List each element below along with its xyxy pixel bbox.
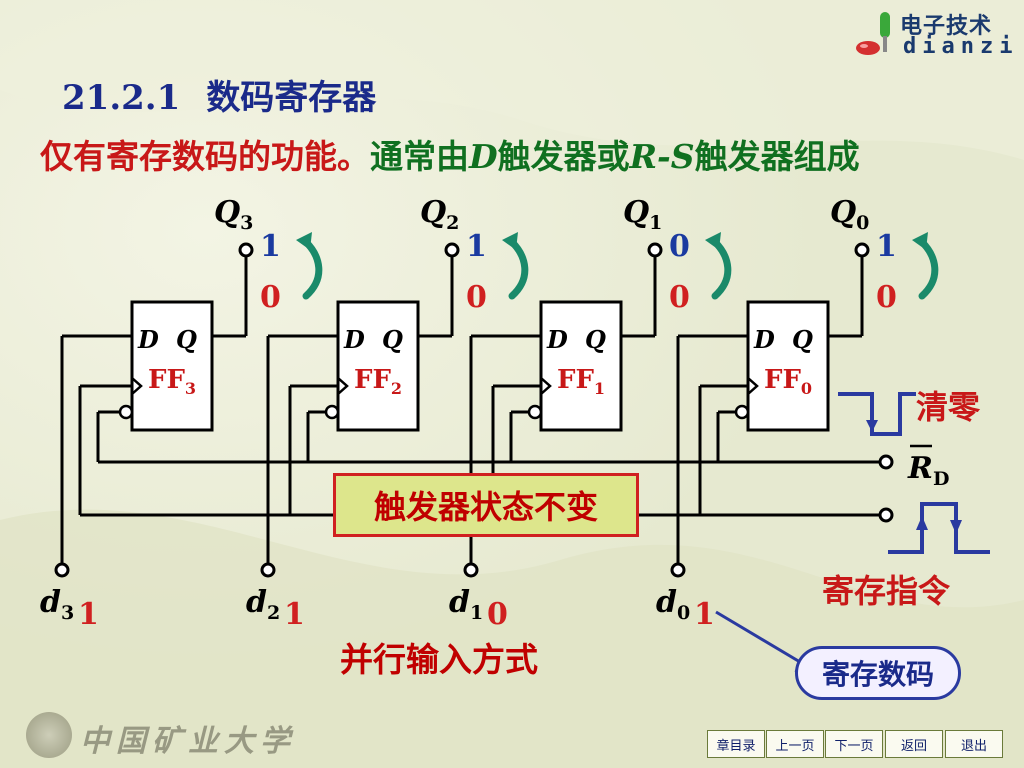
ff2-input-value: 1 [284,597,305,632]
clear-pulse-waveform-icon [838,392,916,436]
ff0-q-output-terminal [854,242,870,258]
ff0-d-input-terminal [670,562,686,578]
ff3-q-output-terminal [238,242,254,258]
clear-pulse-arrow-head [866,420,878,432]
ff1-clock-triangle [540,377,552,395]
ff2-q-output-terminal [444,242,460,258]
ff0-box [746,300,830,432]
bubble-callout-line [715,610,802,673]
ff1-q-new-value: 0 [669,229,690,264]
ff1-input-value: 0 [487,597,508,632]
store-command-label: 寄存指令 [822,572,951,610]
ff2-reset-bubble [324,404,340,420]
store-pulse-waveform-icon [888,502,990,554]
ff1-q-label: Q1 [623,195,662,234]
ff3-name-label: FF3 [148,365,196,398]
ff0-pin-q-label: Q [792,325,813,354]
nodes [54,242,894,578]
ff0-input-value: 1 [694,597,715,632]
rd-label: RD [907,451,949,490]
university-seal-icon [26,712,72,758]
ff3-pin-d-label: D [137,325,159,354]
ff2-name-label: FF2 [354,365,402,398]
ff3-box [130,300,214,432]
intro-italic-rs: R-S [629,137,695,176]
ff2-q-new-value: 1 [466,229,487,264]
ff3-clock-triangle [131,377,143,395]
ff0-name-label: FF0 [764,365,812,398]
ff3-d-input-terminal [54,562,70,578]
store-pulse-arrow-up [916,516,928,530]
ff2-q-old-value: 0 [466,280,487,315]
ff3-q-new-value: 1 [260,229,281,264]
intro-green-text-1: 通常由 [370,137,469,176]
intro-italic-d: D [469,137,498,176]
ff2-pin-q-label: Q [382,325,403,354]
store-terminal [878,507,894,523]
ff1-q-old-value: 0 [669,280,690,315]
store-pulse-arrow-down [950,520,962,534]
logo-subtitle: dianzi [903,34,1019,59]
ff2-box [336,300,420,432]
ff0-reset-bubble [734,404,750,420]
logo-title: 电子技术 [900,14,993,39]
ff2-curved-arrow-icon [508,238,529,300]
intro-green-text-2: 触发器或 [497,137,630,176]
nav-next-page-button[interactable]: 下一页 [825,730,883,758]
ff2-curved-arrow-head [502,232,518,250]
ff3-q-old-value: 0 [260,280,281,315]
intro-green-text-3: 触发器组成 [694,137,860,176]
nav-chapter-index-button[interactable]: 章目录 [707,730,765,758]
ff1-name-label: FF1 [557,365,605,398]
ff1-pin-q-label: Q [585,325,606,354]
ff1-q-output-terminal [647,242,663,258]
section-number: 21.2.1 [62,78,181,118]
intro-sentence: 仅有寄存数码的功能。通常由D触发器或R-S触发器组成 [40,130,860,178]
ff0-q-old-value: 0 [876,280,897,315]
parallel-input-label: 并行输入方式 [340,640,538,679]
ff3-curved-arrow-icon [302,238,323,300]
ff3-d-label: d3 [40,585,74,624]
state-unchanged-label: 触发器状态不变 [333,473,639,537]
ff3-curved-arrow-head [296,232,312,250]
clear-terminal [878,454,894,470]
ff2-clock-triangle [337,377,349,395]
ff1-d-input-terminal [463,562,479,578]
ff0-q-label: Q0 [830,195,869,234]
wires [60,256,880,565]
ff3-pin-q-label: Q [176,325,197,354]
ff3-input-value: 1 [78,597,99,632]
ff1-pin-d-label: D [546,325,568,354]
ff2-d-input-terminal [260,562,276,578]
ff0-q-new-value: 1 [876,229,897,264]
clear-label: 清零 [916,388,981,426]
ff3-q-label: Q3 [214,195,253,234]
ff1-d-label: d1 [449,585,483,624]
ff0-clock-triangle [747,377,759,395]
store-data-bubble: 寄存数码 [795,646,961,700]
ff1-curved-arrow-head [705,232,721,250]
nav-prev-page-button[interactable]: 上一页 [766,730,824,758]
intro-red-text: 仅有寄存数码的功能。 [40,137,370,176]
led-logo-icon [856,12,890,55]
ff3-reset-bubble [118,404,134,420]
ff2-d-label: d2 [246,585,280,624]
ff0-curved-arrow-head [912,232,928,250]
ff0-curved-arrow-icon [918,238,939,300]
ff0-d-label: d0 [656,585,690,624]
ff0-pin-d-label: D [753,325,775,354]
nav-back-button[interactable]: 返回 [885,730,943,758]
ff1-curved-arrow-icon [711,238,732,300]
section-heading: 21.2.1 数码寄存器 [62,70,376,119]
section-title: 数码寄存器 [206,78,377,118]
ff1-box [539,300,623,432]
nav-exit-button[interactable]: 退出 [945,730,1003,758]
ff1-reset-bubble [527,404,543,420]
ff2-pin-d-label: D [343,325,365,354]
university-name: 中国矿业大学 [80,724,296,759]
ff2-q-label: Q2 [420,195,459,234]
